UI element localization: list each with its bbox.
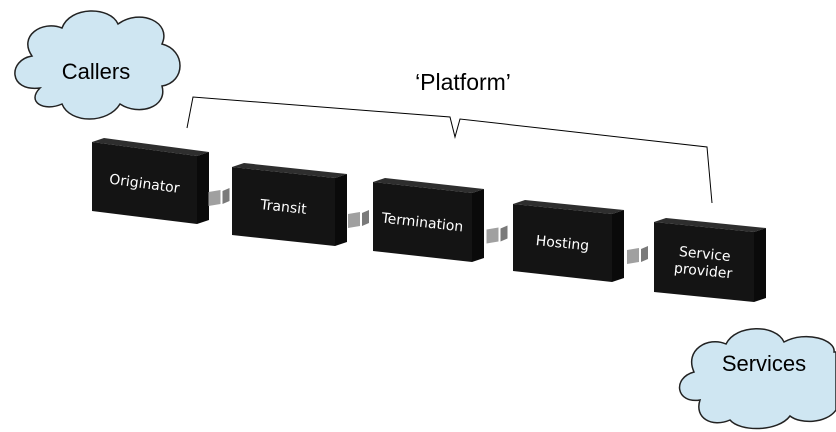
connector-tip: [222, 188, 230, 204]
box-front-face: [513, 204, 612, 282]
box-side-face: [335, 174, 347, 246]
connector-plug-icon: [486, 225, 508, 244]
connector-body: [348, 212, 360, 228]
connectors: [208, 188, 648, 264]
box-label: Service: [678, 244, 731, 265]
connector-plug-icon: [348, 210, 369, 228]
services-cloud-shape: [678, 328, 836, 430]
connector-plug-icon: [627, 246, 648, 264]
box-front-face: [654, 222, 754, 302]
connector-tip: [362, 210, 369, 226]
component-boxes: OriginatorTransitTerminationHostingServi…: [92, 138, 766, 302]
callers-cloud-shape: [14, 10, 181, 120]
box-side-face: [612, 210, 624, 282]
connector-tip: [641, 246, 648, 262]
box-top-face: [92, 138, 209, 156]
component-box: Originator: [92, 138, 209, 224]
box-top-face: [654, 218, 766, 232]
platform-label: ‘Platform’: [415, 69, 511, 95]
callers-label: Callers: [62, 59, 130, 84]
component-box: Hosting: [513, 200, 624, 282]
box-side-face: [754, 228, 766, 302]
component-box: Termination: [373, 178, 484, 262]
box-top-face: [373, 178, 484, 193]
box-label: provider: [673, 261, 733, 283]
connector-body: [486, 227, 499, 244]
platform-brace: [186, 96, 713, 204]
connector-tip: [500, 225, 508, 242]
connector-body: [627, 248, 639, 264]
box-front-face: [373, 182, 472, 262]
connector-plug-icon: [208, 188, 230, 206]
box-side-face: [197, 152, 209, 224]
box-side-face: [472, 189, 484, 262]
box-front-face: [92, 142, 197, 224]
box-top-face: [513, 200, 624, 214]
box-front-face: [232, 167, 335, 246]
callers-cloud: Callers: [14, 10, 181, 120]
connector-body: [208, 190, 221, 206]
platform-bracket: ‘Platform’: [186, 69, 713, 204]
services-cloud: Services: [678, 328, 836, 430]
box-label: Transit: [258, 197, 307, 218]
box-top-face: [232, 163, 347, 178]
component-box: Transit: [232, 163, 347, 246]
box-label: Hosting: [535, 233, 590, 254]
services-label: Services: [722, 351, 806, 376]
